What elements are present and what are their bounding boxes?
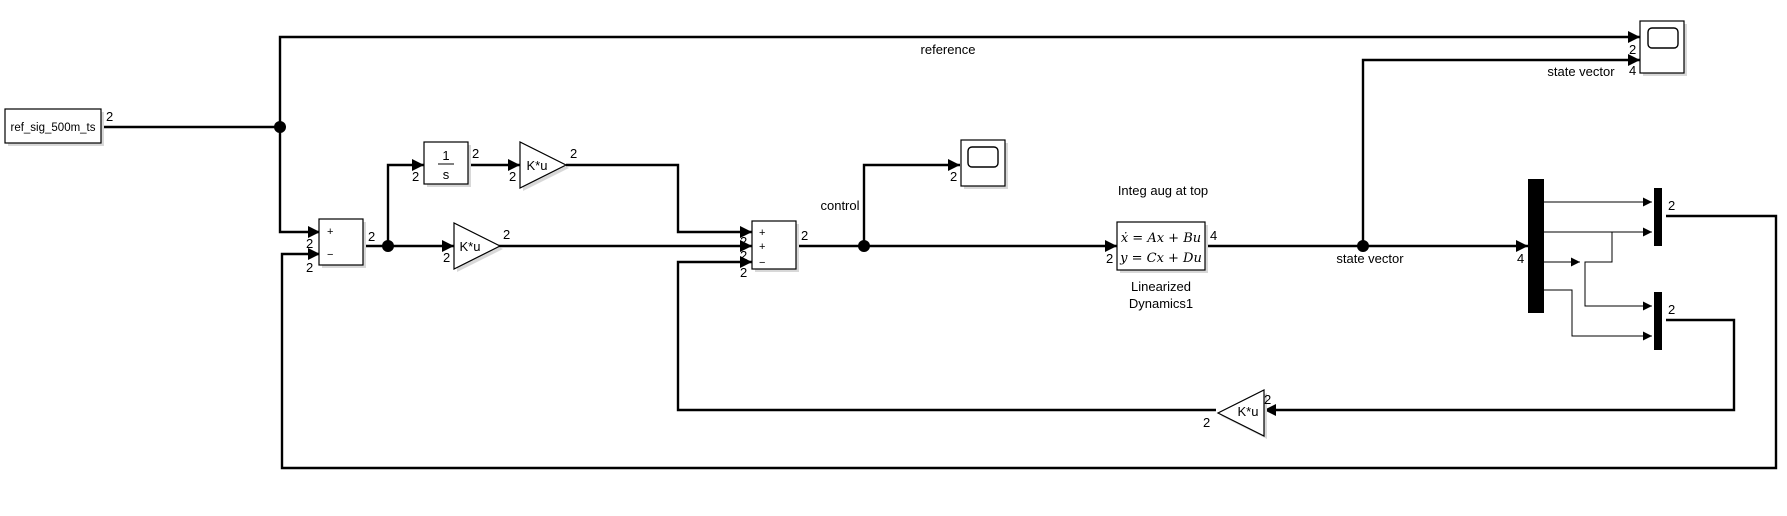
integrator-in-port: 2: [412, 169, 419, 184]
gain-kp-out-port: 2: [503, 227, 510, 242]
signal-label-state-vector: state vector: [1336, 251, 1404, 266]
state-space-block[interactable]: Integ aug at top ẋ = Ax + Bu y = Cx + Du…: [1106, 183, 1217, 311]
scope-icon: [967, 146, 999, 168]
mux-top-block[interactable]: 2: [1654, 188, 1675, 246]
state-space-in-port: 2: [1106, 251, 1113, 266]
sum2-sign-1: +: [759, 227, 765, 239]
wire-demux-4[interactable]: [1544, 289, 1652, 341]
gain-kx-in-port: 2: [1264, 392, 1271, 407]
demux-in-port: 4: [1517, 251, 1524, 266]
wire-demux-2b[interactable]: [1611, 227, 1652, 262]
wire-mux-top-out[interactable]: [280, 214, 1778, 470]
wire-ref-to-sum1[interactable]: [278, 127, 320, 238]
state-space-name-line1: Linearized: [1131, 279, 1191, 294]
signal-label-state-vector-top: state vector: [1547, 64, 1615, 79]
gain-kx-out-port: 2: [1203, 415, 1210, 430]
mux-bottom-block[interactable]: 2: [1654, 292, 1675, 350]
integrator-numerator: 1: [442, 148, 449, 163]
wire-demux-2[interactable]: [1544, 231, 1652, 311]
wire-kx-to-sum2[interactable]: [676, 256, 1216, 412]
gain-ki-label: K*u: [527, 158, 548, 173]
control-scope-block[interactable]: 2: [950, 139, 1008, 189]
state-space-name-line2: Dynamics1: [1129, 296, 1193, 311]
control-scope-in-port: 2: [950, 169, 957, 184]
gain-ki-block[interactable]: K*u 2 2: [509, 141, 577, 191]
integrator-denominator: s: [443, 167, 450, 182]
branch-point: [382, 240, 394, 252]
sum1-sign-minus: −: [327, 249, 333, 261]
wire-reference[interactable]: [278, 31, 1640, 127]
integrator-block[interactable]: 1 s 2 2: [412, 141, 479, 187]
sum1-sign-plus: +: [327, 226, 333, 238]
scope-icon: [1647, 27, 1679, 49]
state-space-eq1: ẋ = Ax + Bu: [1121, 231, 1201, 246]
signal-label-control: control: [820, 198, 859, 213]
sum1-block[interactable]: + − 2 2 2: [306, 218, 375, 275]
ref-source-block[interactable]: ref_sig_500m_ts 2: [4, 108, 113, 146]
integrator-out-port: 2: [472, 146, 479, 161]
sum2-sign-2: +: [759, 241, 765, 253]
top-scope-in-port-1: 2: [1629, 42, 1636, 57]
branch-point: [1357, 240, 1369, 252]
gain-kx-block[interactable]: K*u 2 2: [1203, 389, 1271, 439]
ref-source-label: ref_sig_500m_ts: [10, 122, 95, 134]
mux-top-out-port: 2: [1668, 198, 1675, 213]
gain-kp-in-port: 2: [443, 250, 450, 265]
top-scope-in-port-2: 4: [1629, 63, 1636, 78]
sum2-in-port-2: 2: [740, 248, 747, 263]
mux-bottom-out-port: 2: [1668, 302, 1675, 317]
sum2-block[interactable]: + + − 2 2 2 2: [740, 220, 808, 280]
signal-label-reference: reference: [921, 42, 976, 57]
demux-block[interactable]: 4: [1517, 179, 1544, 313]
sum1-in-port-2: 2: [306, 260, 313, 275]
sum2-in-port-3: 2: [740, 265, 747, 280]
branch-point: [858, 240, 870, 252]
gain-kp-block[interactable]: K*u 2 2: [443, 222, 510, 272]
wire-ki-to-sum2[interactable]: [566, 163, 752, 238]
wire-control-to-scope[interactable]: [862, 159, 960, 246]
gain-kx-label: K*u: [1238, 404, 1259, 419]
wire-to-integrator[interactable]: [386, 159, 424, 246]
state-space-out-port: 4: [1210, 228, 1217, 243]
gain-kp-label: K*u: [460, 239, 481, 254]
branch-point: [274, 121, 286, 133]
gain-ki-out-port: 2: [570, 146, 577, 161]
state-space-eq2: y = Cx + Du: [1119, 251, 1202, 266]
sum1-out-port: 2: [368, 229, 375, 244]
gain-ki-in-port: 2: [509, 169, 516, 184]
sum1-in-port-1: 2: [306, 236, 313, 251]
wire-mux-bottom-out[interactable]: [1264, 318, 1736, 416]
top-scope-block[interactable]: 2 4: [1629, 20, 1687, 78]
state-space-annotation: Integ aug at top: [1118, 183, 1208, 198]
wire-state-vector-to-scope[interactable]: [1361, 54, 1640, 246]
ref-source-out-port: 2: [106, 109, 113, 124]
sum2-sign-3: −: [759, 257, 765, 269]
sum2-in-port-1: 2: [740, 234, 747, 249]
sum2-out-port: 2: [801, 228, 808, 243]
branch-points: [274, 121, 1369, 252]
